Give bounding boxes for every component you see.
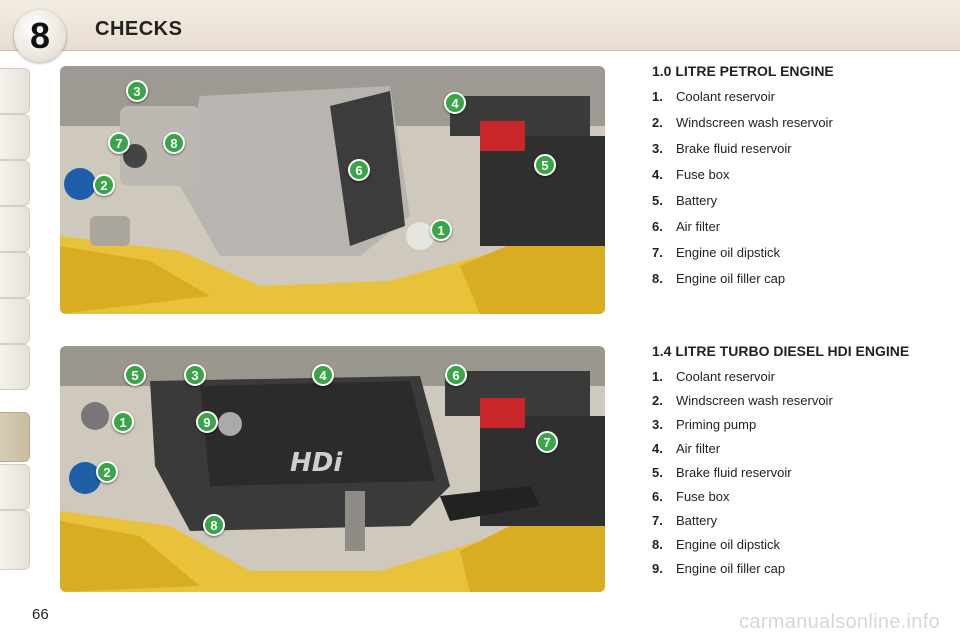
chapter-title: CHECKS xyxy=(95,18,183,40)
chapter-tab-5[interactable] xyxy=(0,252,30,298)
diesel-callout-5: 5 xyxy=(124,364,146,386)
petrol-callout-1: 1 xyxy=(430,219,452,241)
header-bar xyxy=(0,0,960,51)
list-item: 9.Engine oil filler cap xyxy=(652,561,786,576)
diesel-legend-list: 1.Coolant reservoir 2.Windscreen wash re… xyxy=(652,369,932,576)
petrol-callout-7: 7 xyxy=(108,132,130,154)
petrol-callout-4: 4 xyxy=(444,92,466,114)
chapter-tab-strip xyxy=(0,60,32,580)
petrol-callout-5: 5 xyxy=(534,154,556,176)
petrol-callout-8: 8 xyxy=(163,132,185,154)
page-number: 66 xyxy=(32,606,49,623)
diesel-callout-1: 1 xyxy=(112,411,134,433)
diesel-callout-2: 2 xyxy=(96,461,118,483)
petrol-callout-3: 3 xyxy=(126,80,148,102)
watermark: carmanualsonline.info xyxy=(739,611,940,633)
chapter-tab-1[interactable] xyxy=(0,68,30,114)
chapter-tab-9[interactable] xyxy=(0,464,30,510)
list-item: 3.Priming pump xyxy=(652,417,757,432)
list-item: 4.Air filter xyxy=(652,441,721,456)
petrol-legend-list: 1.Coolant reservoir 2.Windscreen wash re… xyxy=(652,89,932,286)
petrol-callout-2: 2 xyxy=(93,174,115,196)
chapter-tab-3[interactable] xyxy=(0,160,30,206)
list-item: 8.Engine oil filler cap xyxy=(652,271,786,286)
list-item: 5.Brake fluid reservoir xyxy=(652,465,792,480)
diesel-callout-6: 6 xyxy=(445,364,467,386)
list-item: 7.Engine oil dipstick xyxy=(652,245,781,260)
diesel-callout-9: 9 xyxy=(196,411,218,433)
list-item: 1.Coolant reservoir xyxy=(652,89,775,104)
petrol-engine-illustration xyxy=(60,66,605,314)
petrol-engine-photo: 3 4 7 8 6 5 2 1 xyxy=(60,66,605,314)
list-item: 6.Fuse box xyxy=(652,489,730,504)
diesel-engine-illustration: HDi xyxy=(60,346,605,592)
list-item: 1.Coolant reservoir xyxy=(652,369,775,384)
hdi-cover-logo: HDi xyxy=(290,448,343,478)
list-item: 2.Windscreen wash reservoir xyxy=(652,393,833,408)
diesel-engine-legend: 1.4 LITRE TURBO DIESEL HDI ENGINE 1.Cool… xyxy=(652,343,932,585)
chapter-tab-10[interactable] xyxy=(0,510,30,570)
diesel-callout-4: 4 xyxy=(312,364,334,386)
list-item: 7.Battery xyxy=(652,513,718,528)
list-item: 8.Engine oil dipstick xyxy=(652,537,781,552)
chapter-number-badge: 8 xyxy=(14,10,66,62)
chapter-tab-4[interactable] xyxy=(0,206,30,252)
diesel-callout-7: 7 xyxy=(536,431,558,453)
chapter-tab-2[interactable] xyxy=(0,114,30,160)
diesel-engine-heading: 1.4 LITRE TURBO DIESEL HDI ENGINE xyxy=(652,343,910,359)
chapter-tab-6[interactable] xyxy=(0,298,30,344)
list-item: 2.Windscreen wash reservoir xyxy=(652,115,833,130)
diesel-callout-3: 3 xyxy=(184,364,206,386)
list-item: 4.Fuse box xyxy=(652,167,730,182)
list-item: 6.Air filter xyxy=(652,219,721,234)
petrol-callout-6: 6 xyxy=(348,159,370,181)
list-item: 5.Battery xyxy=(652,193,718,208)
chapter-tab-7[interactable] xyxy=(0,344,30,390)
petrol-engine-heading: 1.0 LITRE PETROL ENGINE xyxy=(652,63,834,79)
diesel-callout-8: 8 xyxy=(203,514,225,536)
petrol-engine-legend: 1.0 LITRE PETROL ENGINE 1.Coolant reserv… xyxy=(652,63,932,297)
list-item: 3.Brake fluid reservoir xyxy=(652,141,792,156)
chapter-tab-8-active[interactable] xyxy=(0,412,30,462)
diesel-engine-photo: HDi 5 3 4 6 1 9 7 2 8 xyxy=(60,346,605,592)
